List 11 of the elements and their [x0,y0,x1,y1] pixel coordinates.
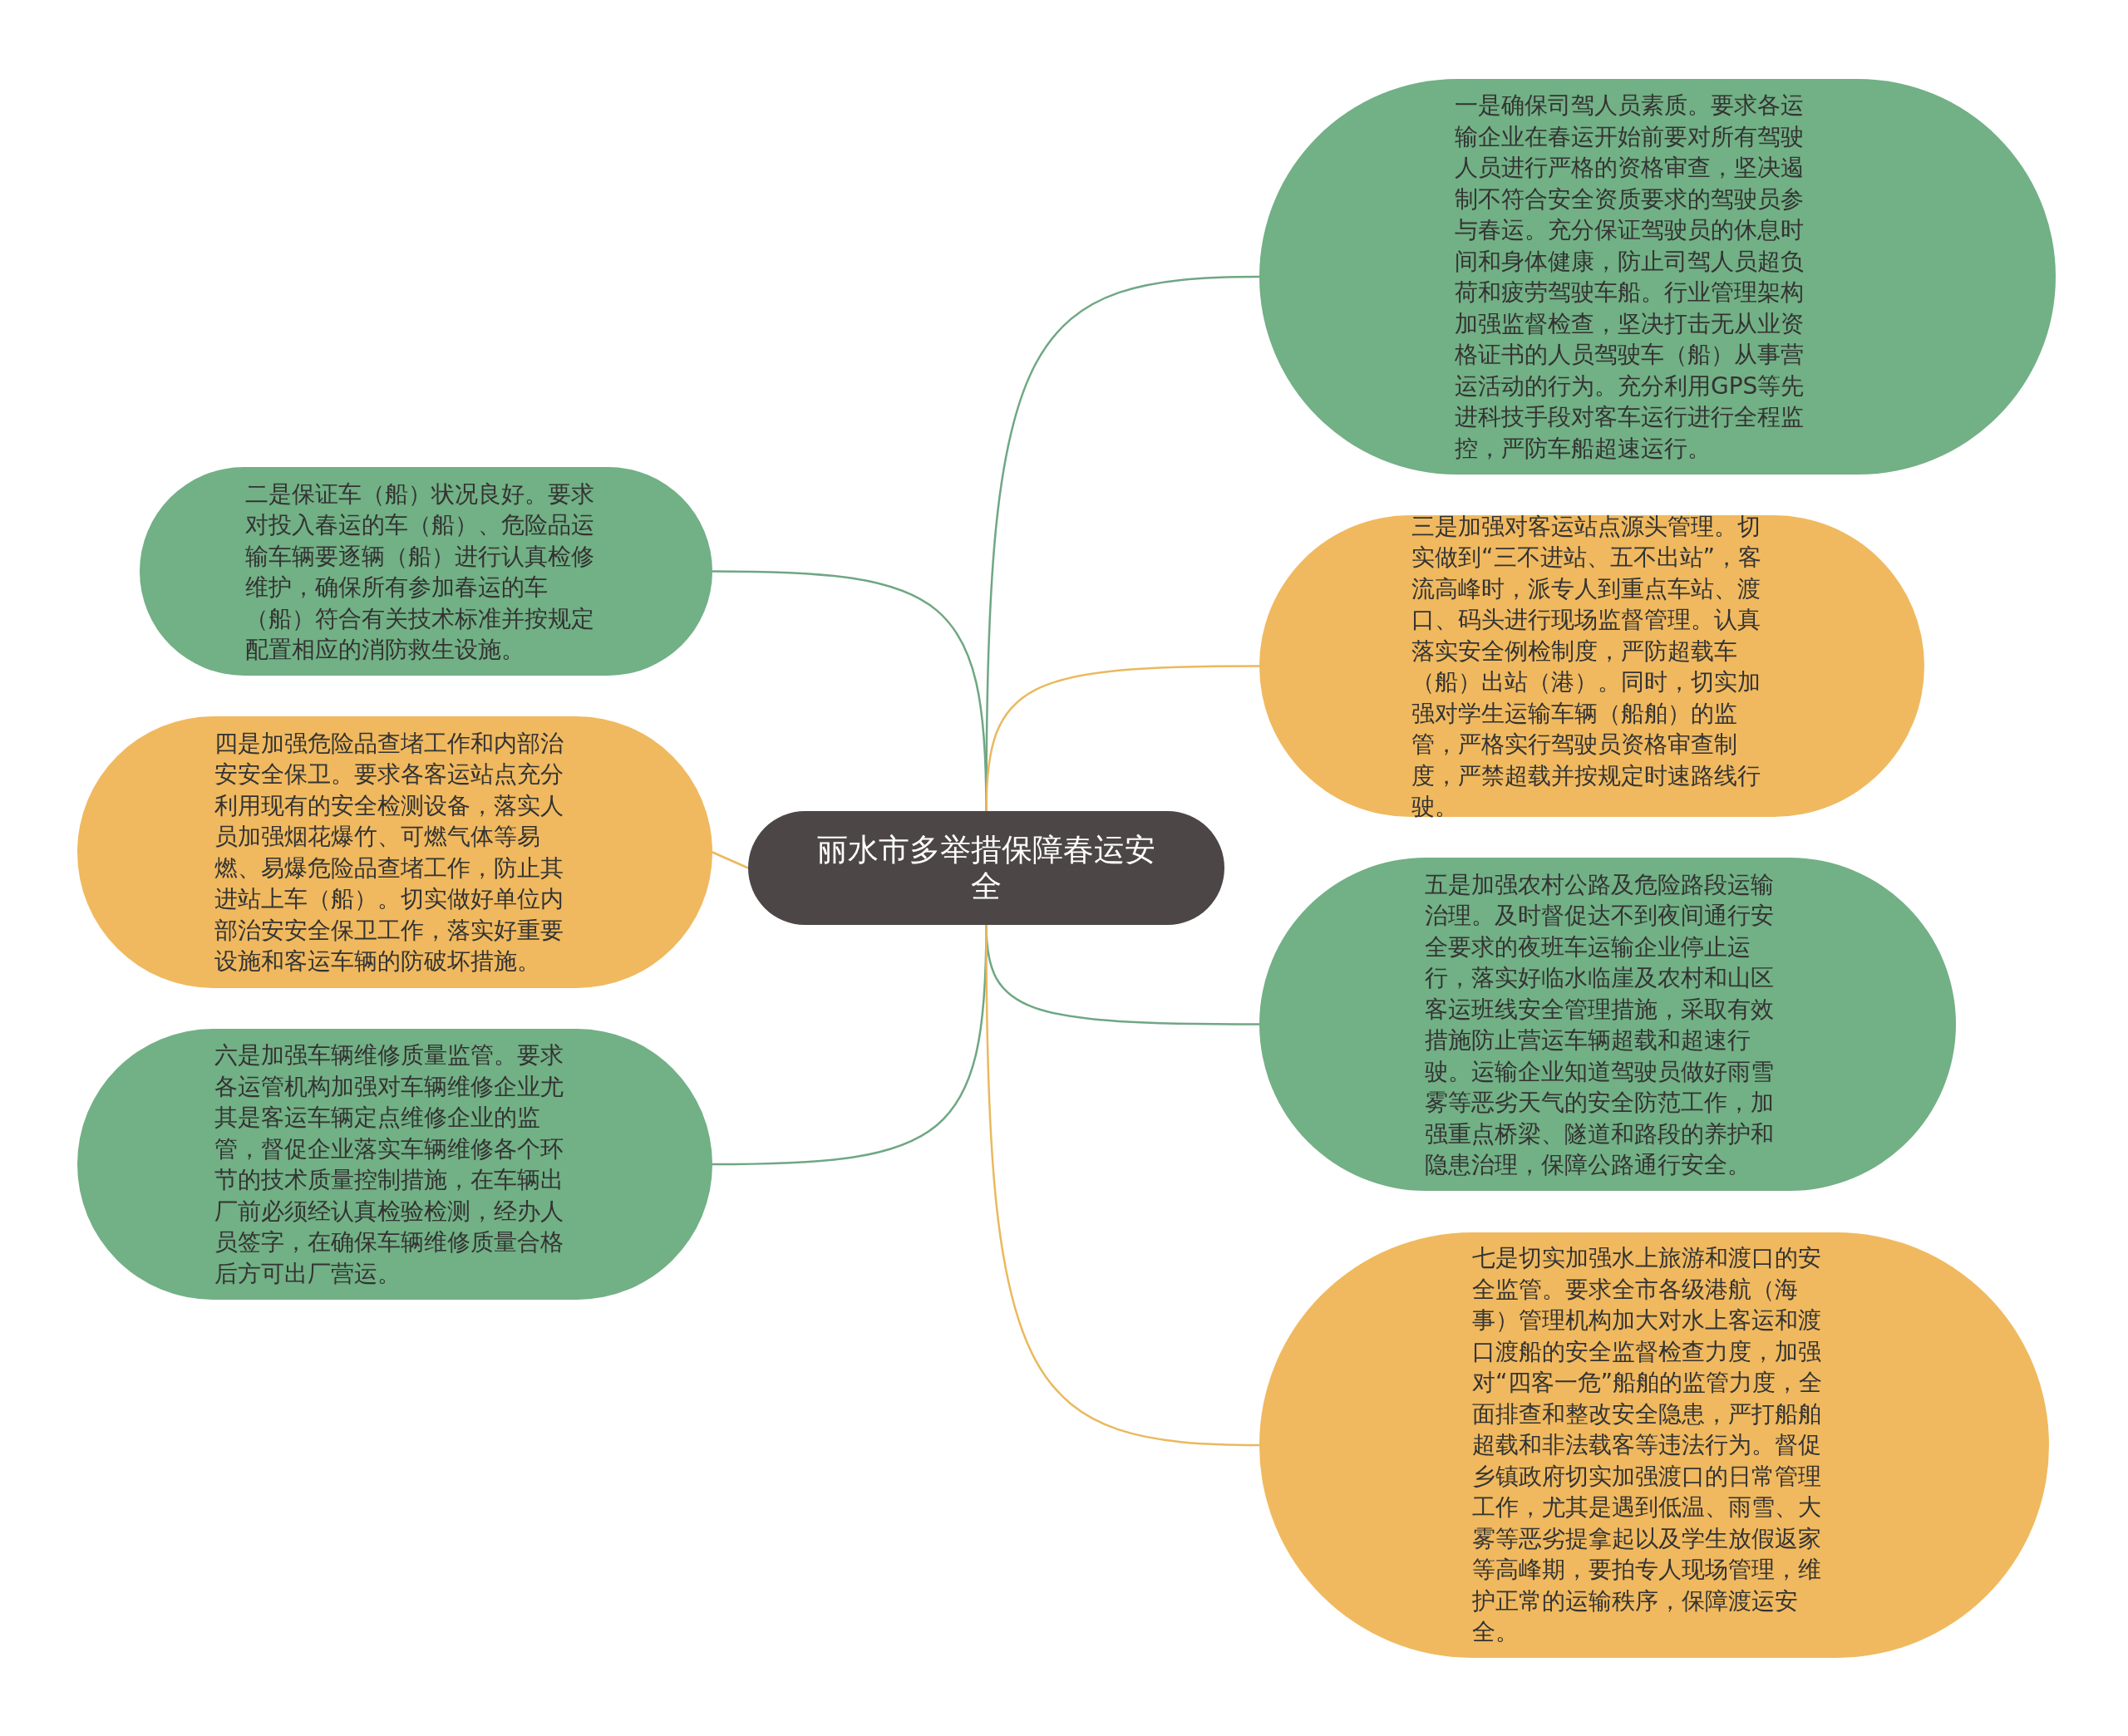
branch-text: 三是加强对客运站点源头管理。切实做到“三不进站、五不出站”，客流高峰时，派专人到重点车站、渡口、码头进行现场监督管理。认真落实安全例检制度，严防超载车（船）出站（港）。同时，切实加强对学生运输车辆（船舶）的监管，严格实行驾驶员资格审查制度，严禁超载并按规定时速路线行驶。 [1411,511,1762,822]
connector-line [985,925,1260,1447]
connector-line [985,665,1259,812]
branch-text: 六是加强车辆维修质量监管。要求各运管机构加强对车辆维修企业尤其是客运车辆定点维修企业的监管，督促企业落实车辆维修各个环节的技术质量控制措施，在车辆出厂前必须经认真检验检测，经办人员签字，在确保车辆维修质量合格后方可出厂营运。 [214,1040,564,1289]
branch-text: 一是确保司驾人员素质。要求各运输企业在春运开始前要对所有驾驶人员进行严格的资格审查，坚决遏制不符合安全资质要求的驾驶员参与春运。充分保证驾驶员的休息时间和身体健康，防止司驾人员超负荷和疲劳驾驶车船。行业管理架构加强监督检查，坚决打击无从业资格证书的人员驾驶车（船）从事营运活动的行为。充分利用GPS等先进科技手段对客车运行进行全程监控，严防车船超速运行。 [1455,91,1805,464]
topic-text: 丽水市多举措保障春运安全 [816,831,1156,905]
branch-text: 五是加强农村公路及危险路段运输治理。及时督促达不到夜间通行安全要求的夜班车运输企业停止运行，落实好临水临崖及农村和山区客运班线安全管理措施，采取有效措施防止营运车辆超载和超速行驶。运输企业知道驾驶员做好雨雪雾等恶劣天气的安全防范工作，加强重点桥梁、隧道和路段的养护和隐患治理，保障公路通行安全。 [1425,869,1775,1180]
branch-text: 四是加强危险品查堵工作和内部治安安全保卫。要求各客运站点充分利用现有的安全检测设备，落实人员加强烟花爆竹、可燃气体等易燃、易爆危险品查堵工作，防止其进站上车（船）。切实做好单位内部治安安全保卫工作，落实好重要设施和客运车辆的防破坏措施。 [214,728,564,976]
branch-text: 七是切实加强水上旅游和渡口的安全监管。要求全市各级港航（海事）管理机构加大对水上客运和渡口渡船的安全监督检查力度，加强对“四客一危”船舶的监管力度，全面排查和整改安全隐患，严打船舶超载和非法载客等违法行为。督促乡镇政府切实加强渡口的日常管理工作，尤其是遇到低温、雨雪、大雾等恶劣提拿起以及学生放假返家等高峰期，要拍专人现场管理，维护正常的运输秩序，保障渡运安全。 [1472,1243,1823,1648]
branch-text: 二是保证车（船）状况良好。要求对投入春运的车（船）、危险品运输车辆要逐辆（船）进行认真检修维护，确保所有参加春运的车（船）符合有关技术标准并按规定配置相应的消防救生设施。 [245,479,595,665]
connector-line [712,851,749,869]
